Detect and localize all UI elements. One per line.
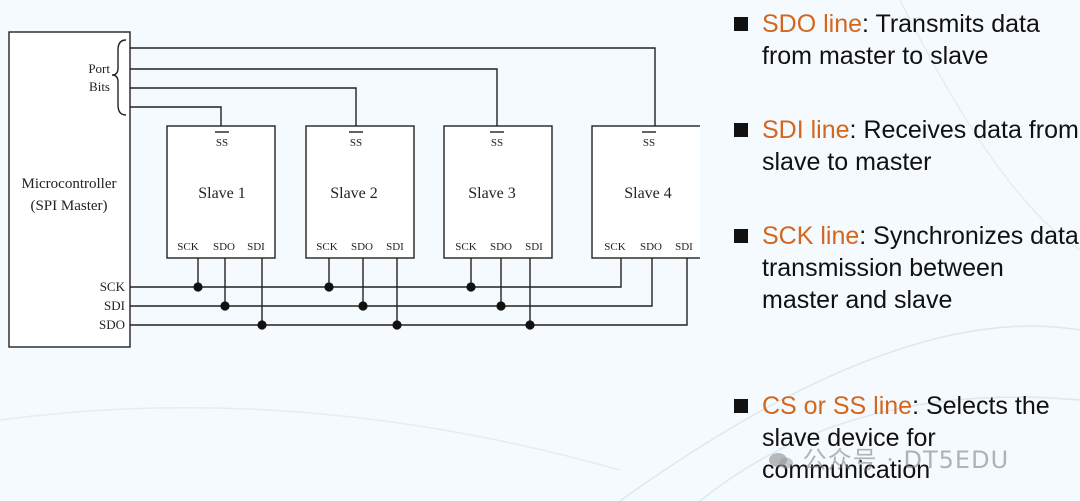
bullet-sdi-term: SDI line [762,116,850,144]
watermark-text: 公众号 · DT5EDU [802,446,1010,474]
sdo-bus [130,258,688,326]
slave-name-4: Slave 4 [624,185,672,202]
slave-pin-sdo-4: SDO [640,241,662,253]
ss-line-1 [130,106,222,126]
slave-pin-sdo-1: SDO [213,241,235,253]
spi-diagram: Microcontroller (SPI Master) Port Bits S… [8,31,700,348]
slave-pin-sdi-2: SDI [386,241,404,253]
slave-pin-sdi-1: SDI [247,241,265,253]
bullet-sck-text: : Synchronizes data transmission between… [762,222,1079,314]
bullet-sck-term: SCK line [762,222,860,250]
slave-ss-1: SS [216,137,228,149]
bullet-cs: CS or SS line: Selects the slave device … [734,390,1080,486]
sck-bus [130,258,622,288]
slave-pin-sck-3: SCK [455,241,476,253]
slave-pin-sck-2: SCK [316,241,337,253]
port-bracket [111,39,127,116]
slave-pin-sdo-2: SDO [351,241,373,253]
slave-box-2 [305,125,415,259]
slave-name-1: Slave 1 [198,185,246,202]
junction-dots [193,282,535,330]
ss-line-4 [130,47,656,126]
master-pin-sdi: SDI [104,298,125,313]
slave-pin-sck-4: SCK [604,241,625,253]
slave-ss-3: SS [491,137,503,149]
master-pin-sdo: SDO [99,317,125,332]
master-label-line2: (SPI Master) [30,198,107,214]
ss-line-2 [130,87,357,126]
bullet-cs-text: : Selects the slave device for communica… [762,392,1050,484]
port-label: Port [88,61,110,76]
master-pin-sck: SCK [100,279,126,294]
bullet-sck: SCK line: Synchronizes data transmission… [734,220,1080,316]
slave-name-3: Slave 3 [468,185,516,202]
slave-name-2: Slave 2 [330,185,378,202]
master-box [8,31,131,348]
slave-box-3 [443,125,553,259]
bullet-sdi: SDI line: Receives data from slave to ma… [734,114,1080,178]
bits-label: Bits [89,79,110,94]
slave-ss-2: SS [350,137,362,149]
bullet-sdo-text: : Transmits data from master to slave [762,10,1040,70]
sdi-bus [130,258,653,307]
slave-pin-sdi-3: SDI [525,241,543,253]
watermark: 公众号 · DT5EDU [768,440,1009,475]
slave-ss-4: SS [643,137,655,149]
bullet-sdo-term: SDO line [762,10,863,38]
slave-pin-sdi-4: SDI [675,241,693,253]
bullet-cs-term: CS or SS line [762,392,913,420]
master-label-line1: Microcontroller [22,176,117,192]
slave-box-4 [591,125,700,259]
bullet-sdi-text: : Receives data from slave to master [762,116,1079,176]
slave-box-1 [166,125,276,259]
wechat-icon [769,453,793,469]
bullet-sdo: SDO line: Transmits data from master to … [734,8,1080,72]
slave-pin-sdo-3: SDO [490,241,512,253]
ss-line-3 [130,68,498,126]
slave-pin-sck-1: SCK [177,241,198,253]
